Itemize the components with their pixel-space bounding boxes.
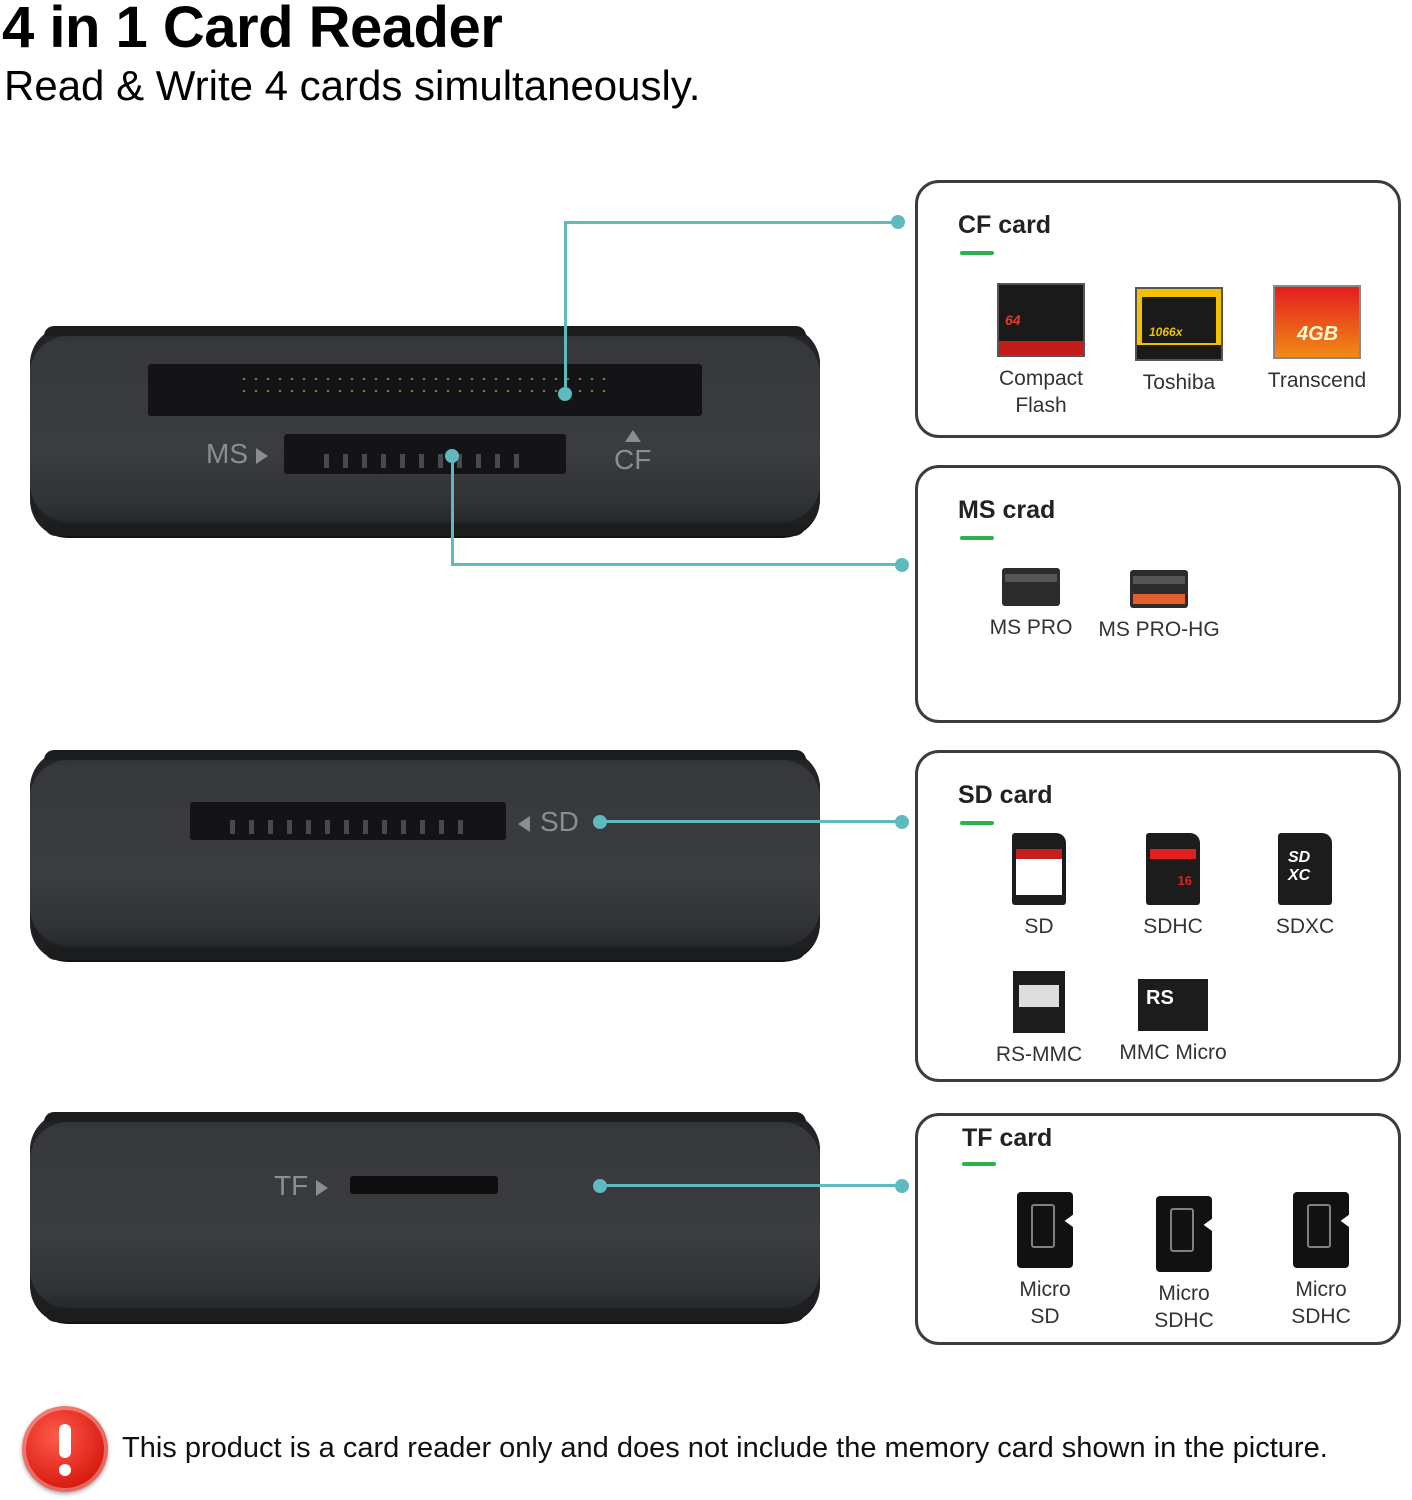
accent-bar	[960, 251, 994, 255]
ms-card-image	[1002, 568, 1060, 606]
sd-slot-label: SD	[518, 806, 579, 838]
card-item-ms-pro: MS PRO	[966, 568, 1096, 641]
panel-ms-card: MS crad MS PRO MS PRO-HG	[915, 465, 1401, 723]
arrow-right-icon	[316, 1179, 329, 1196]
cf-card-image: 1066x	[1135, 287, 1223, 361]
accent-bar	[960, 536, 994, 540]
reader-device-cf-ms: MS CF	[30, 326, 820, 536]
card-item-micro-sdhc: Micro SDHC	[1256, 1192, 1386, 1330]
card-item-sdhc: SDHC	[1108, 833, 1238, 940]
panel-title: TF card	[962, 1124, 1053, 1152]
accent-bar	[962, 1162, 996, 1166]
card-item-rs-mmc: RS-MMC	[974, 971, 1104, 1068]
cf-slot-label: CF	[614, 430, 651, 476]
panel-title: SD card	[958, 781, 1053, 809]
card-item-compact-flash: 64 Compact Flash	[976, 283, 1106, 419]
mmc-card-image	[1013, 971, 1065, 1033]
cf-card-image: 4GB	[1273, 285, 1361, 359]
page-subtitle: Read & Write 4 cards simultaneously.	[4, 62, 701, 109]
microsd-card-image	[1156, 1196, 1212, 1272]
accent-bar	[960, 821, 994, 825]
card-item-transcend: 4GB Transcend	[1252, 285, 1382, 394]
card-item-ms-pro-hg: MS PRO-HG	[1094, 570, 1224, 643]
arrow-up-icon	[624, 430, 641, 442]
panel-title: CF card	[958, 211, 1052, 239]
sd-slot	[190, 802, 506, 840]
panel-tf-card: TF card Micro SD Micro SDHC Micro SDHC	[915, 1113, 1401, 1345]
page-title: 4 in 1 Card Reader	[2, 0, 503, 60]
warning-icon	[22, 1406, 108, 1492]
sd-card-image	[1278, 833, 1332, 905]
card-item-micro-sd: Micro SD	[980, 1192, 1110, 1330]
card-item-micro-sdhc: Micro SDHC	[1119, 1196, 1249, 1334]
cf-slot	[148, 364, 702, 416]
tf-slot	[350, 1176, 498, 1194]
reader-device-tf: TF	[30, 1112, 820, 1322]
panel-sd-card: SD card SD SDHC SDXC RS-MMC MMC Micro	[915, 750, 1401, 1082]
cf-card-image: 64	[997, 283, 1085, 357]
card-item-toshiba: 1066x Toshiba	[1114, 287, 1244, 396]
reader-device-sd: SD	[30, 750, 820, 960]
sd-card-image	[1012, 833, 1066, 905]
microsd-card-image	[1293, 1192, 1349, 1268]
tf-slot-label: TF	[274, 1170, 329, 1202]
arrow-left-icon	[518, 815, 530, 832]
disclaimer-text: This product is a card reader only and d…	[122, 1432, 1328, 1464]
microsd-card-image	[1017, 1192, 1073, 1268]
panel-cf-card: CF card 64 Compact Flash 1066x Toshiba 4…	[915, 180, 1401, 438]
card-item-sd: SD	[974, 833, 1104, 940]
ms-card-image	[1130, 570, 1188, 608]
panel-title: MS crad	[958, 496, 1056, 524]
ms-slot-label: MS	[206, 438, 268, 470]
card-item-mmc-micro: MMC Micro	[1108, 973, 1238, 1066]
rsmmc-card-image	[1138, 979, 1208, 1031]
arrow-right-icon	[256, 447, 268, 464]
ms-slot	[284, 434, 566, 474]
sd-card-image	[1146, 833, 1200, 905]
